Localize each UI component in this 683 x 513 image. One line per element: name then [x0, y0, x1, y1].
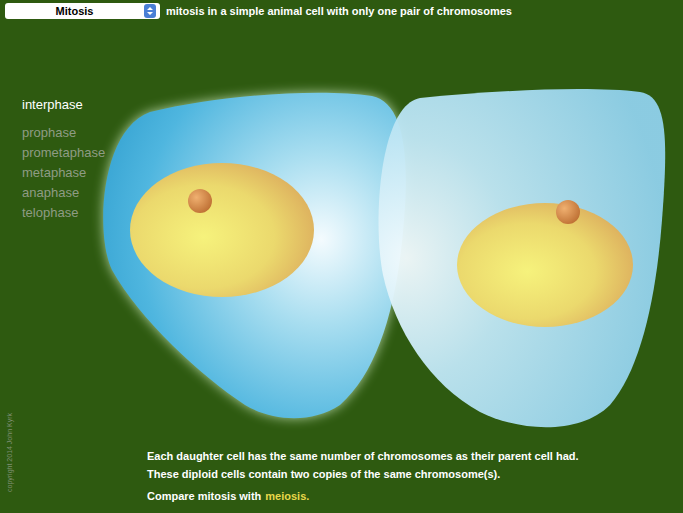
phase-name: telophase	[22, 205, 78, 220]
page-title: mitosis in a simple animal cell with onl…	[166, 5, 512, 17]
menu-label: Mitosis	[56, 5, 94, 17]
nucleolus	[556, 200, 580, 224]
explanation-text: Each daughter cell has the same number o…	[147, 450, 579, 462]
stepper-icon	[144, 4, 156, 18]
explanation-text: These diploid cells contain two copies o…	[147, 468, 500, 480]
parent-daughter-cell	[103, 93, 406, 418]
daughter-cell	[378, 89, 665, 427]
nucleus	[130, 163, 314, 297]
phase-current: interphase	[22, 97, 83, 112]
stepper-bg	[144, 4, 156, 18]
cell-glow	[103, 93, 406, 418]
phase-name: anaphase	[22, 185, 79, 200]
phase-name: prophase	[22, 125, 76, 140]
meiosis-link: meiosis.	[265, 490, 309, 502]
copyright-note: copyright 2014 John Kyrk	[6, 413, 13, 492]
phase-name: prometaphase	[22, 145, 105, 160]
menu-dropdown: Mitosis	[5, 3, 160, 19]
phase-name: metaphase	[22, 165, 86, 180]
nucleus	[457, 203, 633, 327]
stepper-arrows	[147, 7, 153, 15]
compare-text: Compare mitosis with	[147, 490, 261, 502]
nucleolus	[188, 189, 212, 213]
